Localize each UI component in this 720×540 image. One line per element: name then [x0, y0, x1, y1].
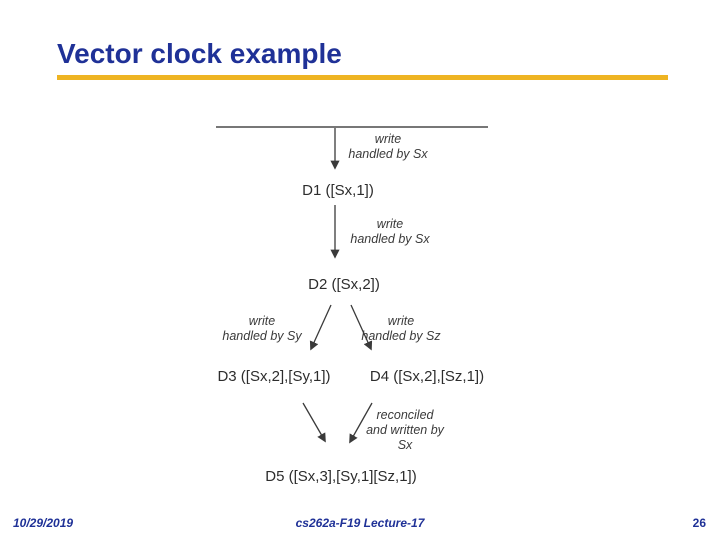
node-d5: D5 ([Sx,3],[Sy,1][Sz,1])	[265, 468, 417, 485]
node-d1: D1 ([Sx,1])	[302, 182, 374, 199]
edge-label-write-sx-1: write handled by Sx	[348, 132, 428, 161]
footer-date: 10/29/2019	[13, 516, 74, 530]
slide-title: Vector clock example	[57, 38, 342, 69]
edge-label-reconciled: reconciled and written by Sx	[366, 408, 444, 452]
arrow-d2-to-d3	[309, 304, 332, 351]
footer-page-number: 26	[692, 516, 706, 530]
edge-label-write-sy: write handled by Sy	[222, 314, 302, 343]
edge-label-write-sz: write handled by Sz	[361, 314, 441, 343]
arrow-d3-to-d5	[302, 402, 326, 443]
node-d2: D2 ([Sx,2])	[308, 276, 380, 293]
footer-course: cs262a-F19 Lecture-17	[295, 516, 425, 530]
node-d4: D4 ([Sx,2],[Sz,1])	[369, 368, 485, 385]
node-d3: D3 ([Sx,2],[Sy,1])	[217, 368, 331, 385]
title-underline-rule	[57, 75, 668, 80]
edge-label-write-sx-2: write handled by Sx	[350, 217, 430, 246]
